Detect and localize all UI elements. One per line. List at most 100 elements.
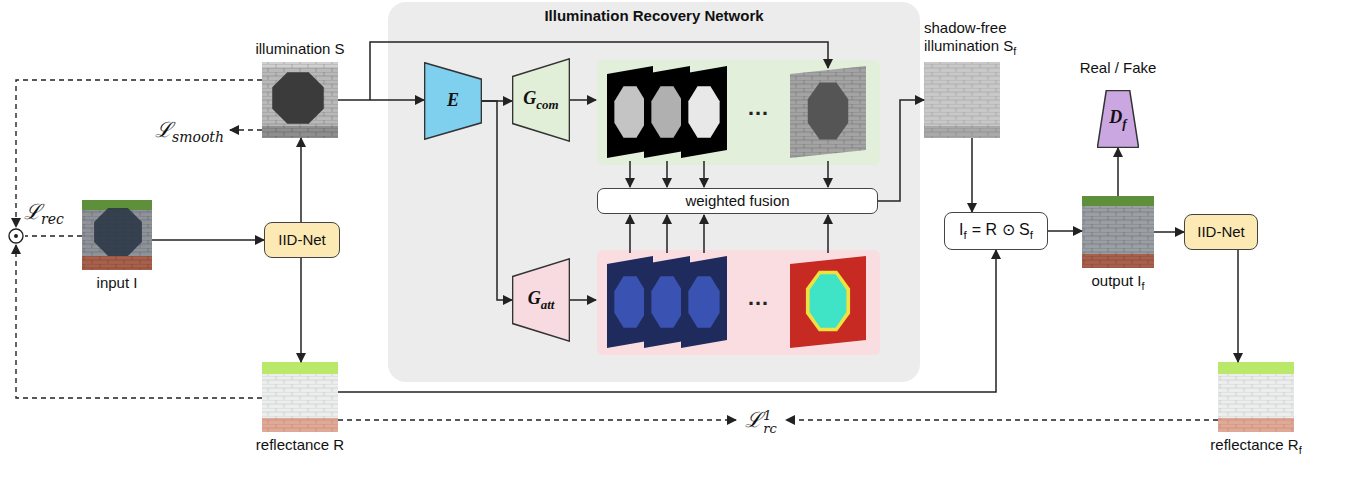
- composite-maps: [614, 86, 645, 138]
- image-caption: shadow-free illumination Sf: [924, 19, 1074, 58]
- subscript-text: f: [1122, 116, 1126, 131]
- input-image: [82, 200, 152, 270]
- map-arrows: [629, 161, 631, 187]
- map-arrows: [629, 215, 631, 253]
- node-text: output I: [1091, 272, 1141, 289]
- map-arrows: [570, 299, 596, 301]
- product-symbol: [9, 229, 23, 243]
- attention-maps: [651, 276, 682, 328]
- output-image: [1082, 196, 1154, 206]
- text-line: output If: [1058, 272, 1178, 293]
- map-arrows: [703, 161, 705, 187]
- loss-index: 1rc: [763, 409, 777, 435]
- node-text: illumination S: [255, 40, 344, 57]
- connector-arrow: [338, 250, 996, 392]
- text-line: Df: [1109, 107, 1126, 131]
- composite-maps: [808, 82, 848, 139]
- map-arrows: [666, 161, 668, 187]
- connector-arrow: [482, 101, 512, 300]
- node-text: weighted fusion: [685, 192, 789, 209]
- loss-lines: [16, 245, 262, 398]
- connector-arrow: [300, 138, 302, 222]
- connector-arrow: [300, 258, 302, 362]
- image-node: input I: [82, 200, 152, 270]
- node-text: reflectance R: [256, 436, 344, 453]
- connector-arrow: [152, 239, 264, 241]
- network-block: Df: [1097, 90, 1139, 148]
- reflectance-output-image: [1218, 374, 1294, 432]
- node-text: reflectance R: [1210, 436, 1298, 453]
- text-line: IID-Net: [278, 231, 326, 249]
- subscript-text: f: [1013, 45, 1016, 57]
- text-line: Gcom: [523, 88, 558, 112]
- shadow-free-illumination-image: [924, 62, 1000, 138]
- subscript-text: f: [1299, 444, 1302, 456]
- connector-arrow: [1117, 148, 1119, 196]
- composite-maps: [790, 66, 866, 158]
- network-block: Gatt: [512, 258, 570, 342]
- subscript-text: f: [1142, 280, 1145, 292]
- text-line: Gatt: [528, 288, 555, 312]
- image-caption: reflectance Rf: [1186, 436, 1326, 457]
- node-text: IID-Net: [278, 231, 326, 248]
- panel-background: [388, 2, 920, 382]
- attention-maps: [614, 276, 645, 328]
- node-text: D: [1109, 107, 1122, 127]
- map-arrows: [827, 215, 829, 253]
- node-text: E: [447, 90, 459, 110]
- text-line: reflectance Rf: [1186, 436, 1326, 457]
- text-line: illumination S: [230, 40, 370, 58]
- composite-maps: [688, 86, 719, 138]
- network-block: Gcom: [512, 58, 570, 142]
- illumination-image: [272, 72, 324, 124]
- subscript-text: smooth: [172, 129, 224, 145]
- subscript-text: rec: [41, 211, 64, 227]
- panel-title: Illumination Recovery Network: [388, 7, 920, 25]
- superscript-text: 1: [763, 409, 777, 422]
- label-text: ℒ: [745, 408, 762, 432]
- attention-maps: [597, 250, 880, 355]
- composite-maps: [681, 66, 727, 158]
- loss-label: ℒrec: [24, 198, 64, 233]
- composite-maps: [597, 60, 880, 165]
- composite-maps: [597, 60, 880, 165]
- image-node: shadow-free illumination Sf: [924, 62, 1000, 138]
- node-text: input I: [97, 274, 138, 291]
- map-arrows: [370, 42, 828, 300]
- loss-lines: [25, 235, 82, 236]
- loss-label: ℒ1rc: [745, 406, 777, 435]
- node-text: G: [528, 288, 541, 308]
- image-caption: input I: [57, 274, 177, 292]
- illumination-image: [262, 62, 338, 138]
- connector-arrow: [878, 100, 924, 201]
- process-box: weighted fusion: [597, 188, 878, 214]
- image-node: reflectance Rf: [1218, 362, 1294, 432]
- trapezoid-outline: [513, 259, 570, 341]
- trapezoid-outline: [513, 59, 570, 141]
- image-caption: reflectance R: [230, 436, 370, 454]
- map-arrows: [703, 215, 705, 253]
- network-block: E: [424, 62, 482, 140]
- image-caption: output If: [1058, 272, 1178, 293]
- map-arrows: [827, 161, 829, 187]
- text-line: If= R ⊙ Sf: [959, 220, 1033, 243]
- illumination-image: [262, 62, 338, 138]
- ellipsis: …: [747, 98, 769, 118]
- text-line: reflectance R: [230, 436, 370, 454]
- subscript-text: com: [536, 97, 558, 112]
- text-line: Illumination Recovery Network: [388, 7, 920, 25]
- connector-arrow: [1154, 231, 1184, 233]
- map-arrows: [666, 215, 668, 253]
- loss-lines: [16, 80, 262, 227]
- trapezoid-outline: [425, 63, 482, 139]
- reflectance-image: [262, 362, 338, 374]
- product-symbol: [9, 229, 23, 243]
- reflectance-output-image: [1218, 362, 1294, 432]
- product-symbol: [14, 234, 18, 238]
- label-text: ℒ: [155, 118, 172, 142]
- network-panel: Illumination Recovery NetworkE GcomGatt we…: [388, 2, 920, 382]
- text-line: weighted fusion: [685, 192, 789, 210]
